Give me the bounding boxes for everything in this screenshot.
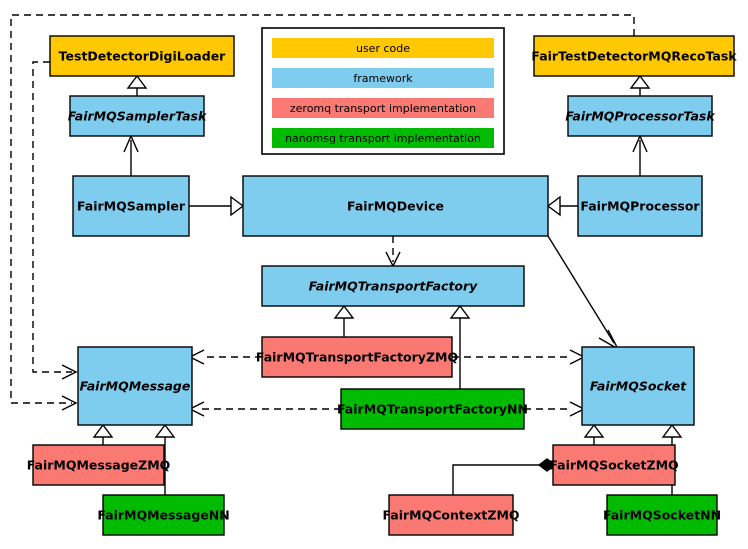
legend-swatch — [272, 68, 494, 88]
class-node-box[interactable] — [340, 388, 525, 430]
class-node-FairMQContextZMQ[interactable]: FairMQContextZMQ — [382, 494, 520, 536]
class-node-FairMQMessage[interactable]: FairMQMessage — [77, 346, 193, 426]
class-node-label: FairTestDetectorMQRecoTask — [531, 49, 737, 64]
class-node-label: FairMQSampler — [77, 199, 186, 214]
legend-label: nanomsg transport implementation — [285, 132, 481, 145]
class-node-box[interactable] — [72, 175, 190, 237]
class-node-label: FairMQContextZMQ — [382, 508, 519, 523]
class-node-box[interactable] — [77, 346, 193, 426]
edge-messagenn-to-message — [154, 423, 176, 495]
legend-label: framework — [353, 72, 413, 85]
class-node-box[interactable] — [552, 444, 676, 486]
edge-processor-to-device — [546, 195, 578, 217]
edge-tfnn-to-socket — [524, 401, 586, 417]
legend-item-0: user code — [272, 38, 494, 58]
class-node-FairMQProcessor[interactable]: FairMQProcessor — [577, 175, 703, 237]
class-node-label: FairMQTransportFactoryNN — [337, 402, 528, 417]
edge-sampler-to-samplertask — [123, 134, 139, 176]
class-node-FairMQSocketNN[interactable]: FairMQSocketNN — [603, 494, 721, 536]
edge-tfzmq-to-message — [188, 349, 262, 365]
class-node-box[interactable] — [606, 494, 718, 536]
class-node-FairMQProcessorTask[interactable]: FairMQProcessorTask — [565, 95, 715, 137]
edge-contextzmq-to-socketzmq — [452, 458, 557, 495]
edge-messagezmq-to-message — [92, 423, 114, 445]
edge-digiloader-to-message — [32, 61, 78, 380]
class-node-box[interactable] — [32, 444, 165, 486]
edge-samplertask-to-digiloader — [126, 74, 148, 96]
class-node-box[interactable] — [102, 494, 225, 536]
class-node-FairMQSampler[interactable]: FairMQSampler — [72, 175, 190, 237]
legend: user code framework zeromq transport imple… — [261, 27, 505, 155]
class-node-FairMQTransportFactoryNN[interactable]: FairMQTransportFactoryNN — [337, 388, 528, 430]
class-node-FairMQTransportFactory[interactable]: FairMQTransportFactory — [261, 265, 525, 307]
class-node-FairMQTransportFactoryZMQ[interactable]: FairMQTransportFactoryZMQ — [256, 336, 458, 378]
edge-sampler-to-device — [189, 195, 245, 217]
class-node-label: FairMQSocketZMQ — [549, 458, 678, 473]
class-node-FairMQMessageNN[interactable]: FairMQMessageNN — [97, 494, 230, 536]
class-node-box[interactable] — [533, 35, 735, 77]
legend-swatch — [272, 128, 494, 148]
class-node-box[interactable] — [581, 346, 695, 426]
class-node-FairMQSocket[interactable]: FairMQSocket — [581, 346, 695, 426]
edge-processor-to-processortask — [632, 134, 648, 176]
class-node-label: FairMQMessageZMQ — [27, 458, 171, 473]
legend-swatch — [272, 98, 494, 118]
class-node-label: FairMQProcessorTask — [565, 109, 715, 124]
class-node-box[interactable] — [242, 175, 549, 237]
class-node-label: FairMQSocket — [590, 379, 687, 394]
class-node-label: FairMQTransportFactory — [309, 279, 478, 294]
class-node-label: FairMQMessageNN — [97, 508, 229, 523]
class-node-TestDetectorDigiLoader[interactable]: TestDetectorDigiLoader — [49, 35, 235, 77]
edge-layer — [10, 14, 683, 495]
class-node-label: FairMQProcessor — [580, 199, 700, 214]
class-node-label: TestDetectorDigiLoader — [59, 49, 227, 64]
class-node-FairMQSocketZMQ[interactable]: FairMQSocketZMQ — [549, 444, 679, 486]
class-node-label: FairMQTransportFactoryZMQ — [256, 350, 458, 365]
class-node-box[interactable] — [577, 175, 703, 237]
node-layer: TestDetectorDigiLoader FairTestDetectorMQ… — [27, 35, 737, 536]
edge-processortask-to-recotask — [629, 74, 651, 96]
class-node-FairTestDetectorMQRecoTask[interactable]: FairTestDetectorMQRecoTask — [531, 35, 737, 77]
class-node-label: FairMQDevice — [347, 199, 444, 214]
edge-device-to-socket — [547, 235, 620, 351]
class-node-FairMQMessageZMQ[interactable]: FairMQMessageZMQ — [27, 444, 171, 486]
class-node-box[interactable] — [49, 35, 235, 77]
edge-socketzmq-to-socket — [583, 423, 605, 445]
legend-item-1: framework — [272, 68, 494, 88]
class-node-box[interactable] — [261, 265, 525, 307]
class-node-FairMQSamplerTask[interactable]: FairMQSamplerTask — [68, 95, 207, 137]
legend-item-3: nanomsg transport implementation — [272, 128, 494, 148]
class-node-box[interactable] — [388, 494, 514, 536]
edge-tfnn-to-message — [188, 401, 341, 417]
class-node-FairMQDevice[interactable]: FairMQDevice — [242, 175, 549, 237]
class-node-box[interactable] — [567, 95, 713, 137]
legend-label: zeromq transport implementation — [290, 102, 476, 115]
edge-tfzmq-to-transportfactory — [333, 304, 355, 337]
edge-recotask-to-message — [10, 14, 635, 411]
class-node-box[interactable] — [261, 336, 453, 378]
legend-swatch — [272, 38, 494, 58]
edge-tfzmq-to-socket — [452, 349, 586, 365]
class-node-label: FairMQSocketNN — [603, 508, 721, 523]
class-node-box[interactable] — [69, 95, 205, 137]
class-node-label: FairMQSamplerTask — [68, 109, 207, 124]
class-node-label: FairMQMessage — [80, 379, 191, 394]
legend-item-2: zeromq transport implementation — [272, 98, 494, 118]
edge-tfnn-to-transportfactory — [449, 304, 471, 389]
legend-label: user code — [356, 42, 410, 55]
edge-device-to-transportfactory — [385, 236, 401, 268]
